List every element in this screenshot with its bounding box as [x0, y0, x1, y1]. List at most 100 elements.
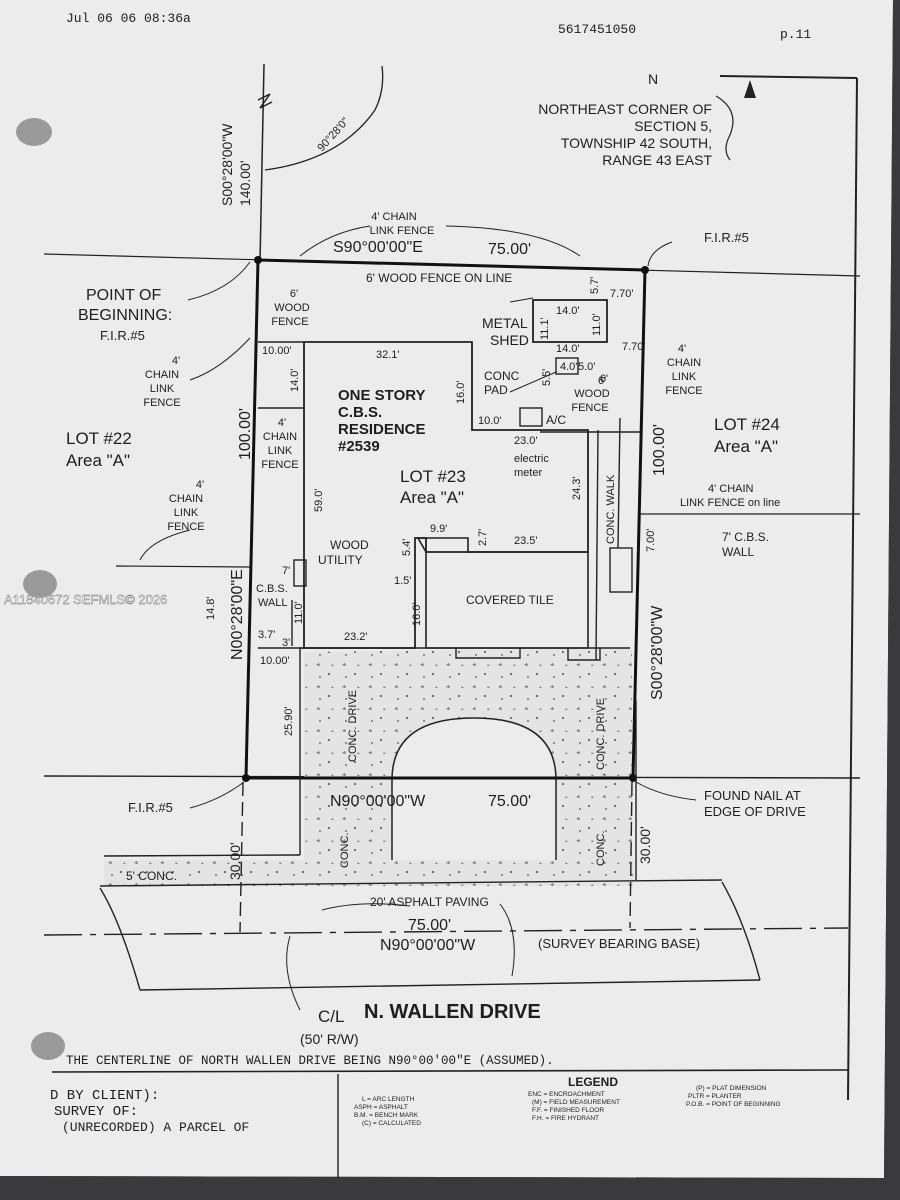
fax-date: Jul 06 06 08:36a [66, 11, 191, 26]
wood-fence-on-line: 6' WOOD FENCE ON LINE [366, 271, 512, 285]
svg-text:LINK: LINK [268, 445, 293, 457]
wood-utility-label: WOOD UTILITY [318, 538, 369, 567]
svg-text:CONC: CONC [484, 369, 520, 383]
dimension-labels: 7.70' 5.7' 14.0' 11.1' 11.0' 14.0' 7.70'… [205, 277, 657, 880]
east-distance: 100.00' [651, 424, 668, 476]
electric-meter-label: electric meter [514, 453, 549, 479]
street-bearing: N90°00'00"W [380, 937, 476, 954]
wood-fence-e-label: 6' WOOD FENCE [571, 373, 609, 414]
svg-text:2.7': 2.7' [477, 529, 489, 546]
svg-text:10.0': 10.0' [478, 415, 502, 427]
fence-line-lot22 [115, 565, 251, 568]
conc-drive-w-label: CONC. DRIVE [347, 690, 359, 762]
metal-shed-label: METAL SHED [482, 315, 529, 348]
svg-text:4': 4' [278, 417, 286, 429]
west-distance: 100.00' [237, 408, 254, 460]
leader-line [509, 371, 557, 393]
leader-line [647, 241, 673, 267]
street-edge-s [139, 979, 761, 991]
svg-text:14.0': 14.0' [289, 368, 301, 392]
svg-text:30.00': 30.00' [637, 826, 653, 864]
svg-text:6': 6' [598, 375, 606, 387]
svg-text:METAL: METAL [482, 315, 528, 331]
south-distance: 75.00' [488, 793, 531, 810]
lot24-name: LOT #24 [714, 415, 780, 434]
svg-text:7.00': 7.00' [645, 528, 657, 552]
svg-text:25.90': 25.90' [283, 706, 295, 736]
svg-text:CHAIN: CHAIN [667, 357, 701, 369]
binder-hole [23, 570, 57, 598]
svg-text:WALL: WALL [722, 545, 755, 559]
svg-text:(C) = CALCULATED: (C) = CALCULATED [362, 1120, 421, 1127]
cbs-wall-w-label: C.B.S. WALL [256, 583, 288, 609]
svg-text:LINK: LINK [174, 507, 199, 519]
lot23-area: Area "A" [400, 488, 464, 507]
svg-text:CHAIN: CHAIN [145, 369, 179, 381]
fir-ne: F.I.R.#5 [704, 230, 749, 245]
conc-drive-e-label: CONC. DRIVE [595, 698, 607, 770]
fax-page: p.11 [780, 27, 811, 42]
svg-text:P.O.B. = POINT OF BEGINNING: P.O.B. = POINT OF BEGINNING [686, 1101, 781, 1108]
street-edge-n [99, 879, 723, 887]
svg-text:F.F. = FINISHED FLOOR: F.F. = FINISHED FLOOR [532, 1107, 604, 1114]
tie-bearing: S00°28'00"W [219, 123, 235, 206]
centerline-note: THE CENTERLINE OF NORTH WALLEN DRIVE BEI… [66, 1054, 554, 1068]
section-line-top [719, 75, 858, 79]
fence-label-nw: 6' WOOD FENCE [271, 288, 309, 328]
residence-outline [303, 341, 589, 649]
legend-col2: ENC = ENCROACHMENT (M) = FIELD MEASUREME… [528, 1091, 620, 1122]
binder-hole [16, 118, 52, 146]
south-bearing: N90°00'00"W [330, 793, 426, 810]
svg-text:5.4': 5.4' [401, 539, 413, 556]
fax-phone: 5617451050 [558, 22, 636, 37]
pob-label: BEGINNING: [78, 307, 172, 324]
leader-line [445, 225, 581, 257]
svg-text:WALL: WALL [258, 597, 288, 609]
svg-text:9.9': 9.9' [430, 523, 447, 535]
north-letter: N [648, 71, 658, 87]
svg-text:LINK FENCE: LINK FENCE [370, 225, 435, 237]
svg-text:RANGE 43 EAST: RANGE 43 EAST [602, 152, 712, 168]
lot23-name: LOT #23 [400, 467, 466, 486]
step [455, 648, 521, 659]
leader-line [499, 903, 515, 977]
lot24-area: Area "A" [714, 437, 778, 456]
cbs-wall-e-label: 7' C.B.S. WALL [722, 530, 769, 559]
svg-text:3': 3' [282, 637, 290, 649]
street-centerline [43, 927, 849, 936]
svg-text:(P) = PLAT DIMENSION: (P) = PLAT DIMENSION [696, 1085, 767, 1092]
lot22-name: LOT #22 [66, 429, 132, 448]
conc-w-label: CONC. [339, 833, 351, 868]
svg-text:CHAIN: CHAIN [169, 493, 203, 505]
iron-rod-sw [242, 774, 250, 782]
svg-text:6': 6' [600, 373, 608, 385]
svg-text:electric: electric [514, 453, 549, 465]
centerline-abbr: C/L [318, 1007, 344, 1026]
east-bearing: S00°28'00"W [649, 605, 666, 700]
svg-text:WOOD: WOOD [330, 538, 369, 552]
parcel-of: (UNRECORDED) A PARCEL OF [62, 1120, 249, 1135]
cbs-wall-e [609, 547, 633, 593]
pob-label: POINT OF [86, 287, 161, 304]
metal-shed [532, 299, 608, 343]
svg-text:6': 6' [290, 288, 298, 300]
conc-e-label: CONC. [595, 831, 607, 866]
svg-text:LINK: LINK [672, 371, 697, 383]
asphalt-label: 20' ASPHALT PAVING [370, 895, 489, 909]
svg-text:11.1': 11.1' [539, 317, 551, 340]
svg-text:WOOD: WOOD [574, 388, 609, 400]
found-nail-label: FOUND NAIL AT EDGE OF DRIVE [704, 788, 806, 819]
svg-text:1.5': 1.5' [394, 575, 411, 587]
svg-text:CHAIN: CHAIN [263, 431, 297, 443]
walk-line [595, 429, 599, 661]
leader-line [189, 337, 251, 381]
svg-text:4' CHAIN: 4' CHAIN [708, 483, 754, 495]
iron-rod-ne [641, 266, 649, 274]
svg-text:(M) = FIELD MEASUREMENT: (M) = FIELD MEASUREMENT [532, 1099, 620, 1106]
sidewalk-label: 5' CONC. [126, 869, 177, 883]
svg-text:ENC = ENCROACHMENT: ENC = ENCROACHMENT [528, 1091, 605, 1098]
svg-text:C.B.S.: C.B.S. [338, 404, 382, 421]
residence-label: ONE STORY C.B.S. RESIDENCE #2539 [338, 387, 426, 455]
fence-label-w2: 4' CHAIN LINK FENCE [261, 417, 298, 471]
svg-text:PLTR = PLANTER: PLTR = PLANTER [688, 1093, 742, 1100]
